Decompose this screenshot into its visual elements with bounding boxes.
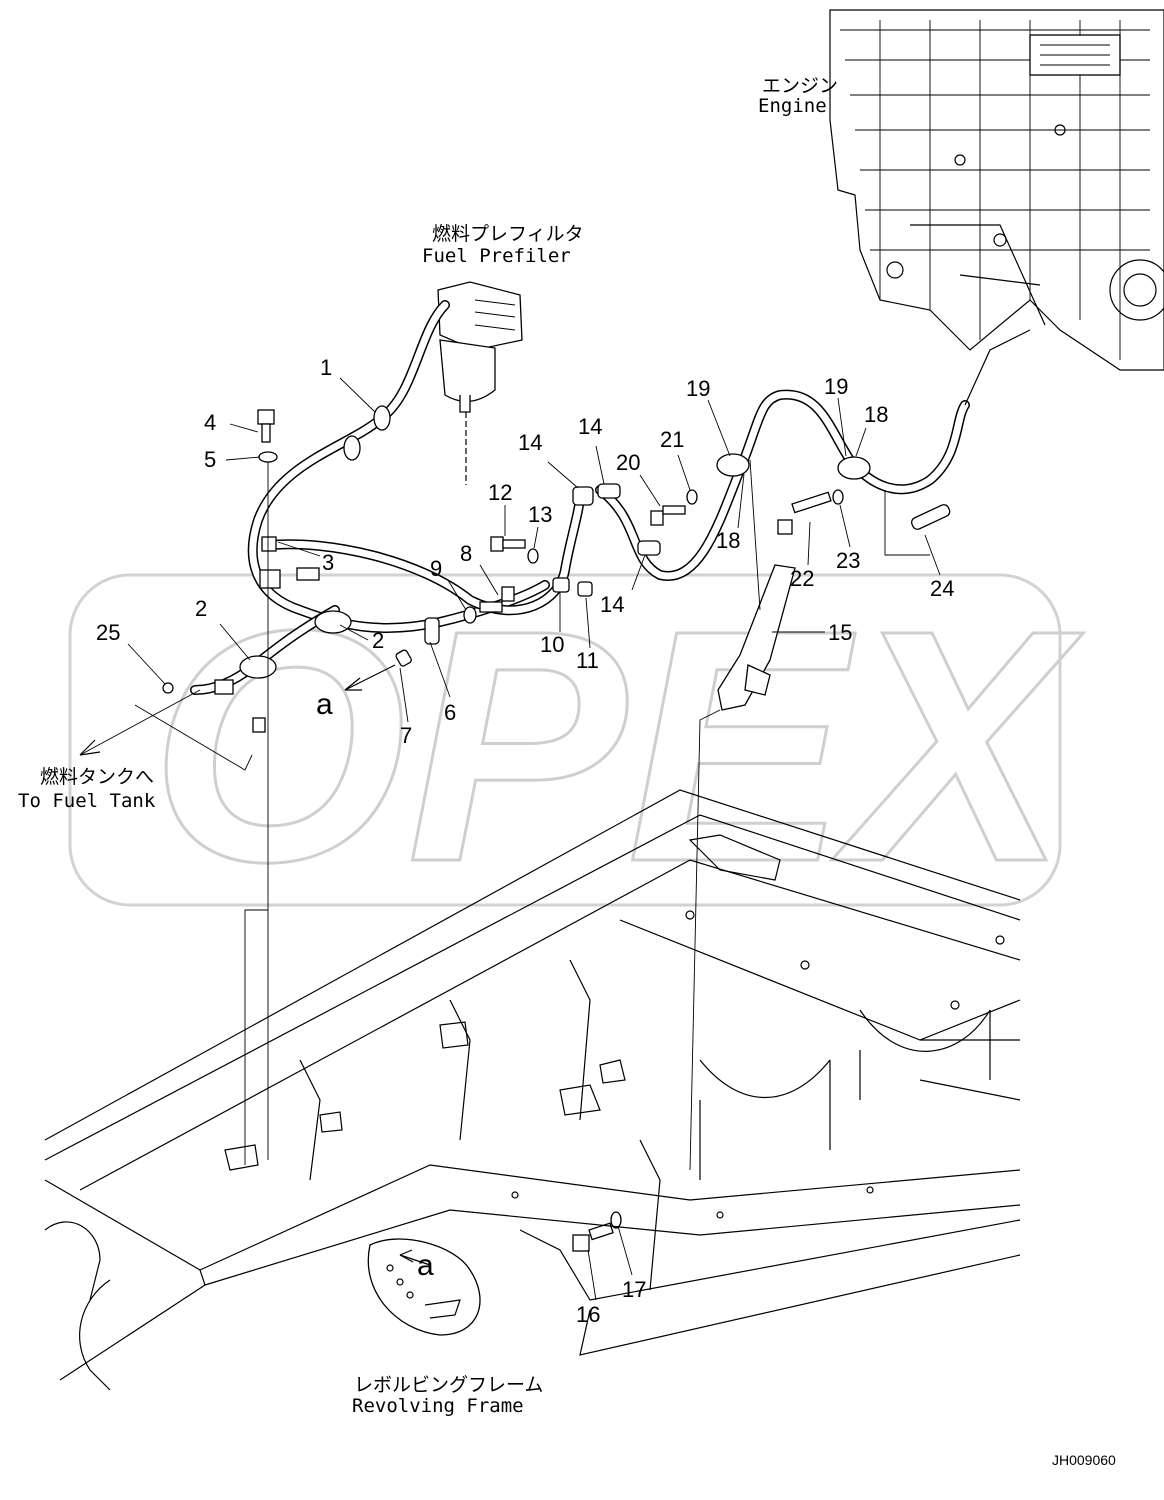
prefilter-label-jp: 燃料プレフィルタ xyxy=(432,223,584,245)
revolving-frame-label-en: Revolving Frame xyxy=(352,1395,524,1417)
callout-9: 9 xyxy=(430,556,442,581)
view-lines xyxy=(79,490,930,1165)
callout-10: 10 xyxy=(540,632,564,657)
bracket xyxy=(689,459,796,1171)
callout-7: 7 xyxy=(400,723,412,748)
callout-13: 13 xyxy=(528,502,552,527)
callout-17: 17 xyxy=(622,1277,646,1302)
prefilter-label-en: Fuel Prefiler xyxy=(422,245,571,267)
callout-14b: 14 xyxy=(578,414,602,439)
callout-2b: 2 xyxy=(372,628,384,653)
drawing-number: JH009060 xyxy=(1052,1452,1116,1468)
clamps xyxy=(162,405,871,733)
callout-3: 3 xyxy=(322,550,334,575)
callout-23: 23 xyxy=(836,548,860,573)
callout-14c: 14 xyxy=(600,592,624,617)
callout-1: 1 xyxy=(320,355,332,380)
fuel-tank-label-en: To Fuel Tank xyxy=(18,790,156,812)
callout-6: 6 xyxy=(444,700,456,725)
callout-12: 12 xyxy=(488,480,512,505)
view-a-label-2: a xyxy=(417,1249,434,1282)
watermark-text: OPEX xyxy=(150,561,1084,930)
callout-20: 20 xyxy=(616,450,640,475)
callout-2a: 2 xyxy=(195,596,207,621)
callout-14a: 14 xyxy=(518,430,542,455)
engine-label-en: Engine xyxy=(758,95,827,117)
callout-24: 24 xyxy=(930,576,954,601)
callout-22: 22 xyxy=(790,566,814,591)
callout-19b: 19 xyxy=(824,374,848,399)
callout-18b: 18 xyxy=(716,528,740,553)
callout-leaders xyxy=(127,377,941,1301)
callout-4: 4 xyxy=(204,410,216,435)
callouts: 1 2 2 3 4 5 6 7 8 9 10 11 12 13 14 14 14… xyxy=(96,355,954,1327)
revolving-frame xyxy=(44,789,1021,1391)
fuel-tank-label-jp: 燃料タンクへ xyxy=(40,766,154,788)
callout-15: 15 xyxy=(828,620,852,645)
callout-5: 5 xyxy=(204,447,216,472)
revolving-frame-label-jp: レボルビングフレーム xyxy=(354,1374,543,1396)
callout-18a: 18 xyxy=(864,402,888,427)
callout-8: 8 xyxy=(460,541,472,566)
view-a-label-1: a xyxy=(316,688,333,721)
callout-19a: 19 xyxy=(686,376,710,401)
callout-16: 16 xyxy=(576,1302,600,1327)
watermark: OPEX xyxy=(68,560,1086,932)
engine xyxy=(829,9,1164,371)
engine-label-jp: エンジン xyxy=(762,75,838,97)
hardware xyxy=(257,409,951,1252)
callout-21: 21 xyxy=(660,427,684,452)
callout-11: 11 xyxy=(576,648,599,673)
fuel-prefilter xyxy=(437,281,523,485)
callout-25: 25 xyxy=(96,620,120,645)
